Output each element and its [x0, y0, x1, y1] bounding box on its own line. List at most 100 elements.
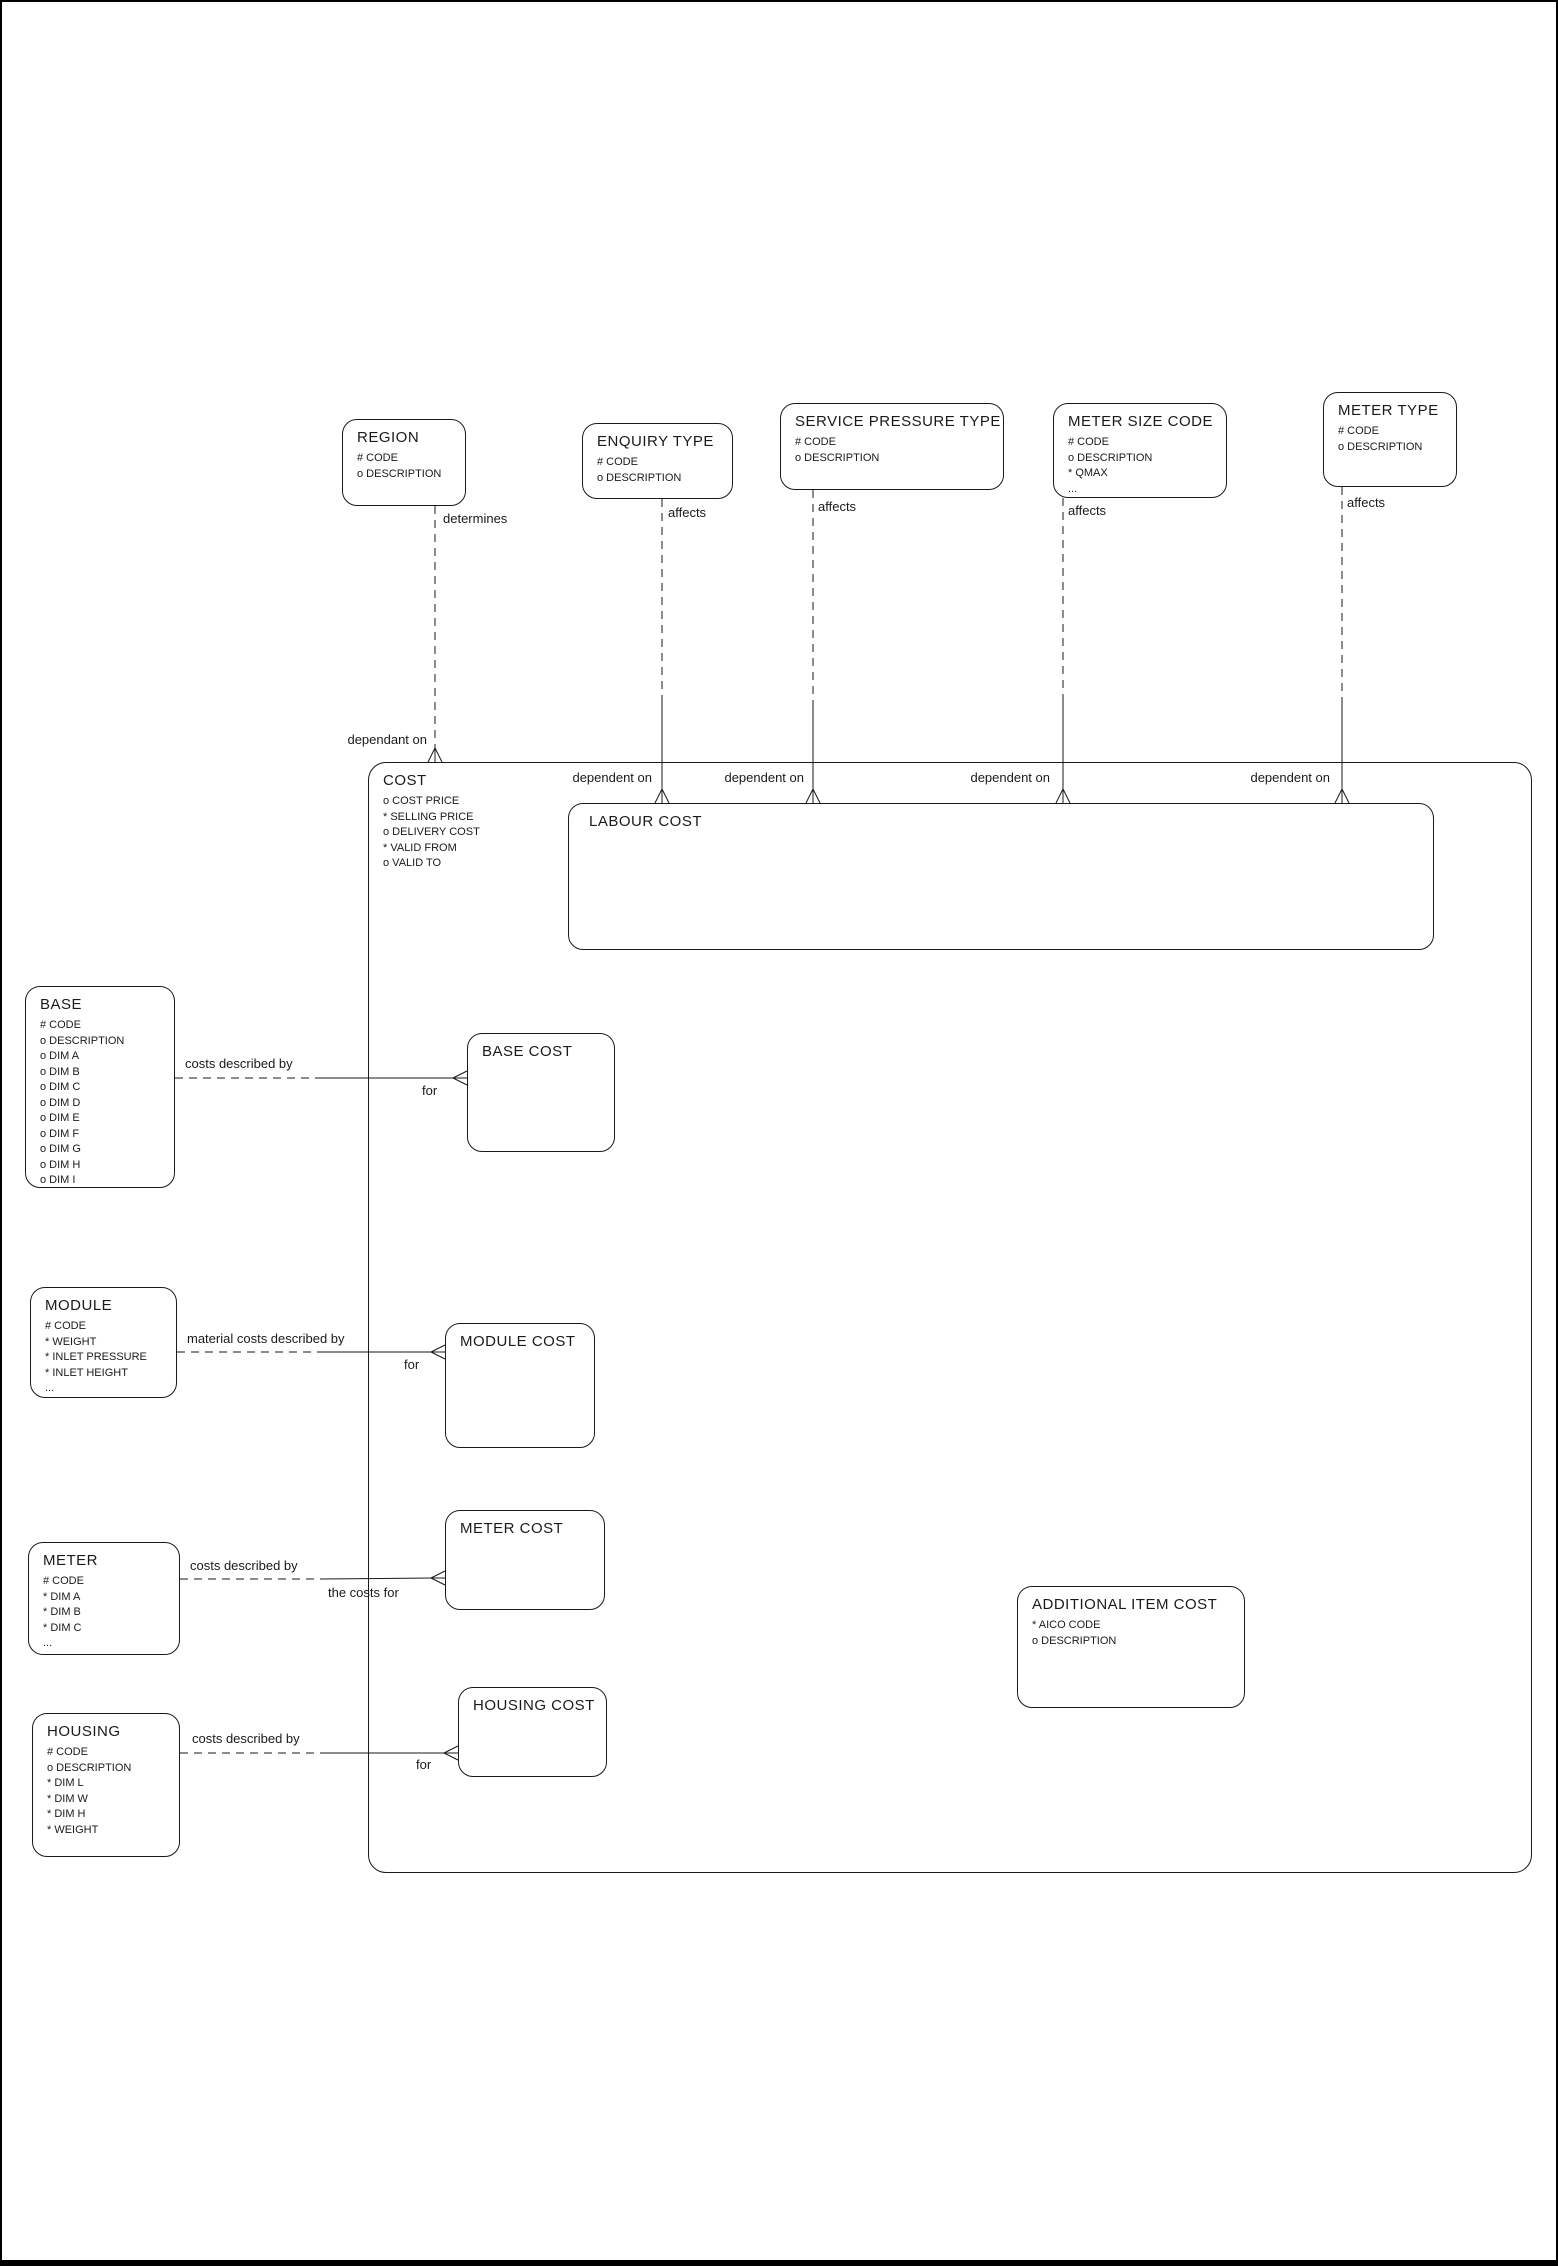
entity-title: ADDITIONAL ITEM COST: [1032, 1596, 1218, 1613]
entity-attributes: # CODE o DESCRIPTION o DIM A o DIM B o DIM C…: [40, 1018, 166, 1189]
attribute-line: ...: [43, 1637, 53, 1649]
attribute-line: o DIM H: [40, 1158, 81, 1171]
entity-housing[interactable]: HOUSING # CODE o DESCRIPTION * DIM L * DIM …: [32, 1713, 180, 1857]
entity-enquiry-type[interactable]: ENQUIRY TYPE # CODE o DESCRIPTION: [582, 423, 733, 499]
attribute-line: * SELLING PRICE: [383, 810, 474, 823]
attribute-line: o DIM F: [40, 1127, 80, 1140]
entity-attributes: # CODE * DIM A * DIM B * DIM C...: [43, 1574, 171, 1652]
entity-title: HOUSING: [47, 1723, 121, 1740]
attribute-line: o DESCRIPTION: [1032, 1634, 1117, 1647]
entity-additional-item-cost[interactable]: ADDITIONAL ITEM COST * AICO CODE o DESCRI…: [1017, 1586, 1245, 1708]
attribute-line: * DIM A: [43, 1590, 81, 1603]
entity-module-cost[interactable]: MODULE COST: [445, 1323, 595, 1448]
attribute-line: # CODE: [597, 456, 638, 468]
entity-attributes: # CODE o DESCRIPTION * DIM L * DIM W * DIM H…: [47, 1745, 171, 1838]
entity-title: MODULE: [45, 1297, 113, 1314]
attribute-line: # CODE: [45, 1320, 86, 1332]
crowfoot-metercost: [430, 1570, 446, 1586]
attribute-line: # CODE: [40, 1019, 81, 1031]
attribute-line: # CODE: [1338, 425, 1379, 437]
attribute-line: o DIM C: [40, 1081, 81, 1093]
entity-meter-cost[interactable]: METER COST: [445, 1510, 605, 1610]
attribute-line: # CODE: [795, 436, 836, 448]
attribute-line: * VALID FROM: [383, 841, 457, 854]
attribute-line: # CODE: [47, 1746, 88, 1758]
entity-base[interactable]: BASE # CODE o DESCRIPTION o DIM A o DIM B o …: [25, 986, 175, 1188]
attribute-line: o DESCRIPTION: [795, 451, 880, 464]
attribute-line: o VALID TO: [383, 857, 442, 869]
attribute-line: o DIM I: [40, 1174, 76, 1186]
attribute-line: o DIM G: [40, 1143, 81, 1155]
attribute-line: * DIM B: [43, 1606, 81, 1618]
rel-label-base-for: for: [422, 1083, 438, 1098]
line-meter-solid: [319, 1577, 432, 1580]
attribute-line: o DELIVERY COST: [383, 826, 480, 838]
entity-title: METER SIZE CODE: [1068, 413, 1214, 430]
attribute-line: ...: [1068, 482, 1078, 495]
entity-attributes: # CODE o DESCRIPTION: [795, 435, 995, 466]
rel-label-dependent-on-1: dependent on: [572, 770, 652, 785]
attribute-line: * AICO CODE: [1032, 1619, 1101, 1631]
attribute-line: * DIM C: [43, 1621, 82, 1634]
attribute-line: o DESCRIPTION: [47, 1761, 132, 1774]
rel-label-affects-4: affects: [1347, 495, 1386, 510]
attribute-line: o DESCRIPTION: [357, 467, 442, 480]
crowfoot-housingcost: [443, 1745, 459, 1761]
attribute-line: o DIM B: [40, 1065, 80, 1078]
entity-title: ENQUIRY TYPE: [597, 433, 714, 450]
entity-housing-cost[interactable]: HOUSING COST: [458, 1687, 607, 1777]
crowfoot-modulecost: [430, 1344, 446, 1360]
attribute-line: * DIM H: [47, 1808, 86, 1820]
entity-title: METER COST: [460, 1520, 564, 1537]
entity-region[interactable]: REGION # CODE o DESCRIPTION: [342, 419, 466, 506]
entity-meter[interactable]: METER # CODE * DIM A * DIM B * DIM C...: [28, 1542, 180, 1655]
entity-title: MODULE COST: [460, 1333, 576, 1350]
rel-label-affects-1: affects: [668, 505, 707, 520]
entity-title: LABOUR COST: [589, 813, 703, 830]
entity-title: BASE: [40, 996, 83, 1013]
rel-label-determines: determines: [443, 511, 508, 526]
attribute-line: o DESCRIPTION: [1338, 440, 1423, 453]
crowfoot-labour-2: [805, 788, 821, 804]
rel-label-housing-costs-described-by: costs described by: [192, 1731, 300, 1746]
rel-label-housing-for: for: [416, 1757, 432, 1772]
crowfoot-cost: [427, 747, 443, 763]
rel-label-dependent-on-4: dependent on: [1250, 770, 1330, 785]
entity-attributes: * AICO CODE o DESCRIPTION: [1032, 1618, 1236, 1649]
entity-labour-cost[interactable]: LABOUR COST: [568, 803, 1434, 950]
entity-title: BASE COST: [482, 1043, 573, 1060]
attribute-line: * QMAX: [1068, 467, 1108, 479]
attribute-line: * DIM W: [47, 1792, 88, 1805]
entity-title: METER TYPE: [1338, 402, 1439, 419]
entity-meter-type[interactable]: METER TYPE # CODE o DESCRIPTION: [1323, 392, 1457, 487]
entity-module[interactable]: MODULE # CODE* WEIGHT* INLET PRESSURE* I…: [30, 1287, 177, 1398]
entity-attributes: # CODE o DESCRIPTION: [597, 455, 724, 486]
attribute-line: o DESCRIPTION: [597, 471, 682, 484]
rel-label-affects-3: affects: [1068, 503, 1107, 518]
entity-attributes: o COST PRICE * SELLING PRICE o DELIVERY CO…: [383, 794, 1523, 872]
rel-label-dependent-on-3: dependent on: [970, 770, 1050, 785]
entity-title: REGION: [357, 429, 420, 446]
entity-base-cost[interactable]: BASE COST: [467, 1033, 615, 1152]
rel-label-module-for: for: [404, 1357, 420, 1372]
entity-title: HOUSING COST: [473, 1697, 595, 1714]
attribute-line: o DIM D: [40, 1096, 81, 1109]
attribute-line: o DIM A: [40, 1050, 80, 1062]
crowfoot-labour-1: [654, 788, 670, 804]
entity-attributes: # CODE o DESCRIPTION: [357, 451, 457, 482]
attribute-line: # CODE: [357, 452, 398, 464]
attribute-line: # CODE: [43, 1575, 84, 1587]
entity-attributes: # CODE o DESCRIPTION: [1338, 424, 1448, 455]
attribute-line: o DESCRIPTION: [40, 1034, 125, 1047]
rel-label-base-costs-described-by: costs described by: [185, 1056, 293, 1071]
attribute-line: * DIM L: [47, 1777, 84, 1789]
attribute-line: * WEIGHT: [45, 1335, 97, 1348]
attribute-line: o COST PRICE: [383, 795, 460, 807]
attribute-line: o DESCRIPTION: [1068, 451, 1153, 464]
rel-label-meter-the-costs-for: the costs for: [328, 1585, 399, 1600]
entity-title: METER: [43, 1552, 98, 1569]
